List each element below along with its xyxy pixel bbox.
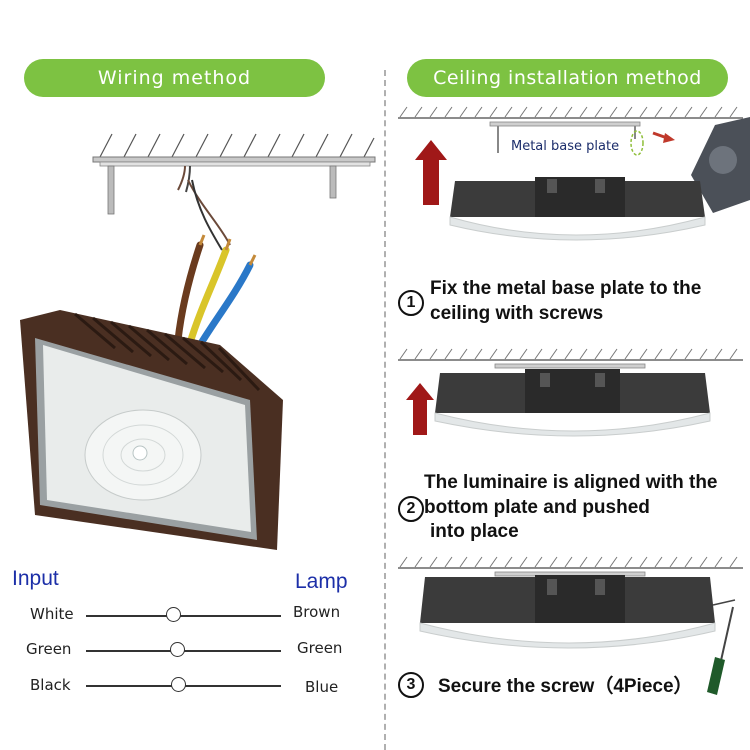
canopy-light-fixture: [20, 310, 283, 550]
legend-input-label: White: [30, 605, 74, 623]
step2-text-line2: bottom plate and pushed: [424, 497, 650, 518]
step2-text-line1: The luminaire is aligned with the: [424, 472, 718, 493]
legend-connector-node: [170, 642, 185, 657]
step3-text-main: Secure the screw: [438, 676, 595, 697]
ceiling-installation-title: Ceiling installation method: [407, 59, 728, 97]
legend-input-heading: Input: [12, 567, 59, 590]
ceiling-mount-illustration: [92, 133, 376, 215]
legend-lamp-label: Green: [297, 639, 343, 657]
legend-connector-node: [171, 677, 186, 692]
step2-text-line3: into place: [430, 521, 519, 542]
step1-text-line1: Fix the metal base plate to the: [430, 278, 702, 299]
legend-lamp-label: Brown: [293, 603, 341, 621]
legend-input-label: Black: [30, 676, 71, 694]
step2-illustration: [398, 348, 743, 437]
step3-text-suffix: （4Piece）: [594, 676, 693, 697]
step1-text-line2: ceiling with screws: [430, 303, 604, 324]
step3-illustration: [398, 556, 743, 695]
legend-lamp-label: Blue: [305, 678, 339, 696]
legend-input-label: Green: [26, 640, 72, 658]
base-plate-label: Metal base plate: [511, 139, 620, 154]
step1-number-badge: 1: [398, 290, 424, 316]
legend-connector-line: [86, 615, 281, 617]
panel-divider: [384, 70, 386, 750]
wiring-method-title: Wiring method: [24, 59, 325, 97]
step1-illustration: [398, 106, 750, 241]
legend-lamp-heading: Lamp: [295, 570, 348, 593]
step3-number-badge: 3: [398, 672, 424, 698]
lamp-wires: [174, 179, 257, 349]
step2-number-badge: 2: [398, 496, 424, 522]
legend-connector-node: [166, 607, 181, 622]
step3-text: Secure the screw（4Piece）: [438, 674, 693, 699]
